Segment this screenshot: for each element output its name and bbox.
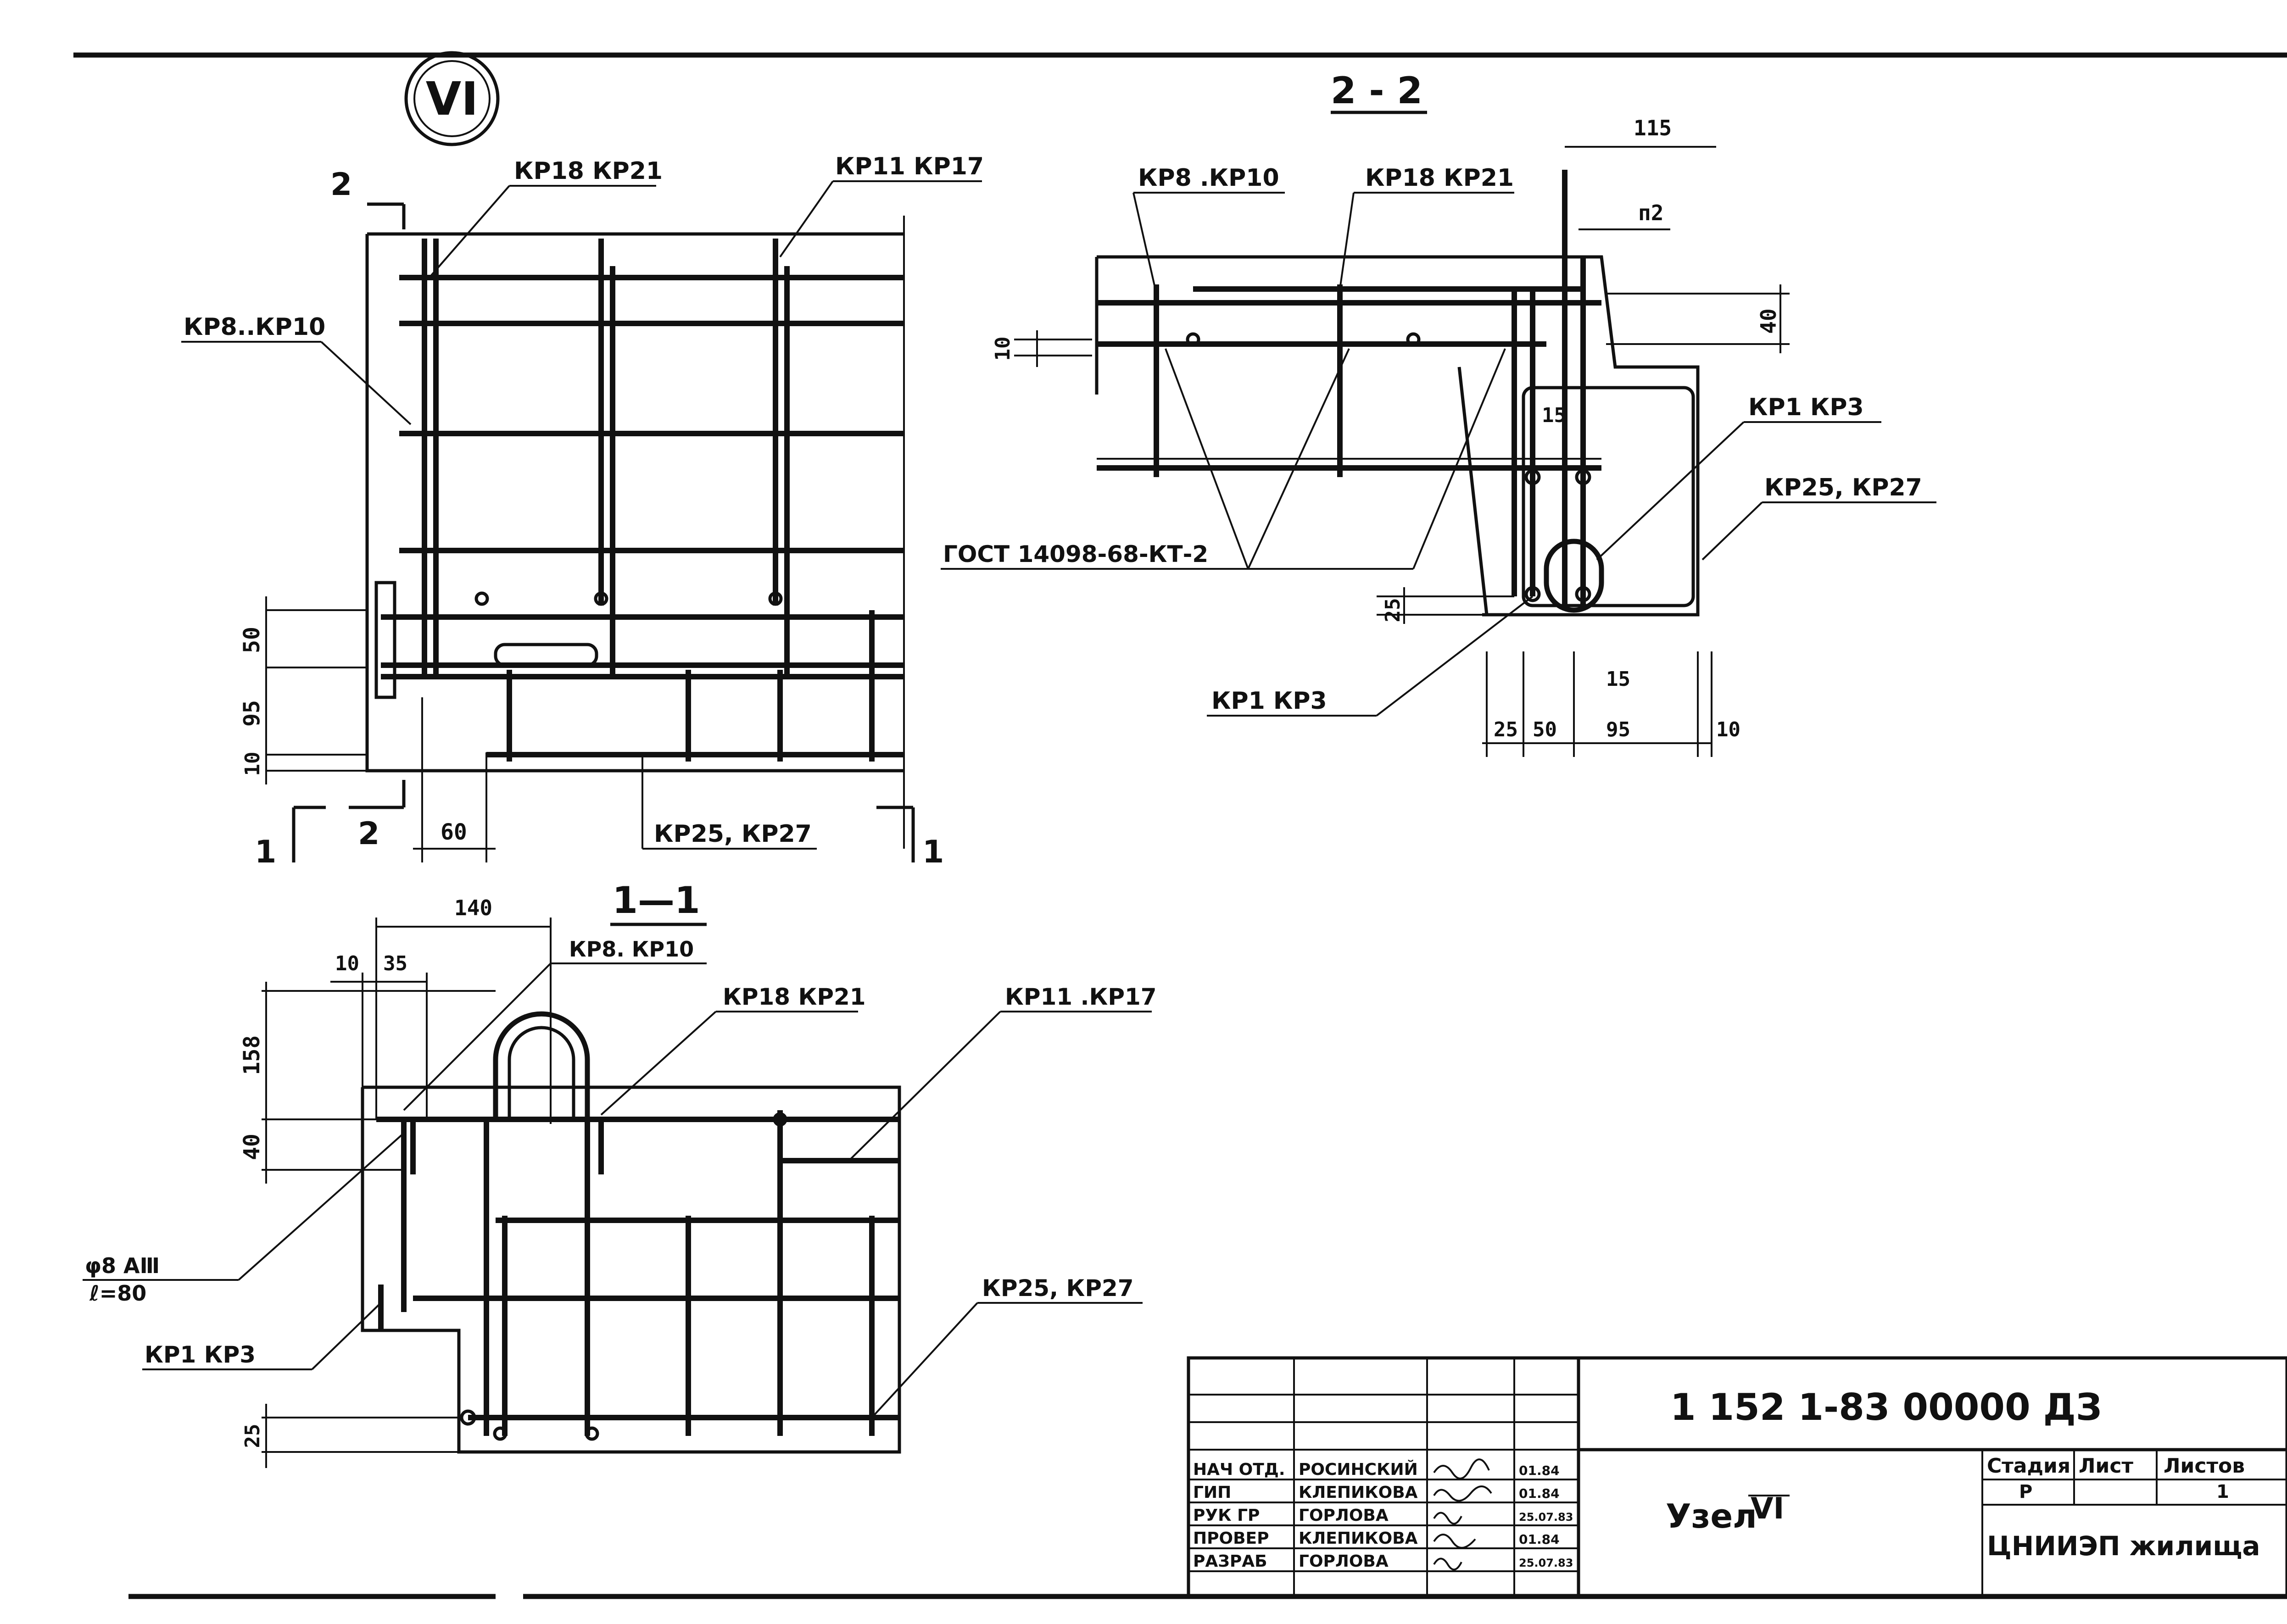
plan-dim-10: 10 (241, 752, 264, 776)
plan-dim-50: 50 (239, 627, 265, 653)
row-date: 25.07.83 (1519, 1557, 1573, 1569)
plan-label-kr11-kr17: КР11 КР17 (835, 153, 984, 180)
signature (1433, 1557, 1462, 1571)
s22-dim-95: 95 (1606, 718, 1630, 741)
s22-dim-25: 25 (1494, 718, 1518, 741)
section-1-1: 1—1 КР8. КР10 КР18 КР21 (83, 879, 1157, 1468)
row-role: НАЧ ОТД. (1193, 1460, 1285, 1479)
s22-dim-15-upper: 15 (1542, 404, 1566, 427)
section-1-1-title: 1—1 (612, 879, 700, 922)
s11-dim-140: 140 (454, 895, 492, 920)
row-role: ПРОВЕР (1193, 1529, 1269, 1548)
s22-label-gost: ГОСТ 14098-68-КТ-2 (943, 541, 1208, 567)
s22-dim-115: 115 (1634, 116, 1672, 140)
s22-dim-25-left: 25 (1381, 598, 1405, 623)
s11-dim-10: 10 (335, 952, 359, 975)
row-role: ГИП (1193, 1483, 1231, 1502)
plan-view-labels: КР18 КР21 КР11 КР17 КР8..КР10 КР25, КР27… (181, 153, 984, 870)
stage-value: Р (2019, 1481, 2032, 1502)
s22-label-kr25-kr27: КР25, КР27 (1764, 474, 1922, 501)
node-mark-label: VI (426, 72, 479, 126)
s11-label-kr11-kr17: КР11 .КР17 (1005, 984, 1157, 1010)
signature (1433, 1458, 1490, 1479)
row-role: РАЗРАБ (1193, 1552, 1267, 1571)
s11-label-kr18-kr21: КР18 КР21 (723, 984, 866, 1010)
node-mark: VI (404, 51, 500, 146)
title-doc-code: 1 152 1-83 00000 ДЗ (1670, 1386, 2102, 1429)
s11-dim-25: 25 (241, 1424, 264, 1448)
row-date: 01.84 (1519, 1532, 1560, 1547)
s22-label-kr18-kr21: КР18 КР21 (1365, 164, 1514, 192)
row-date: 01.84 (1519, 1486, 1560, 1501)
row-name: КЛЕПИКОВА (1299, 1483, 1418, 1502)
s22-dim-15-lower: 15 (1606, 667, 1630, 691)
org-name: ЦНИИЭП жилища (1987, 1530, 2260, 1562)
s11-label-kr1-kr3: КР1 КР3 (145, 1341, 256, 1368)
title-block: 1 152 1-83 00000 ДЗ Узел VI Стадия Лист … (1187, 1356, 2287, 1598)
plan-view (365, 216, 905, 849)
title-prefix: Узел (1666, 1497, 1757, 1535)
stage-header: Стадия (1987, 1454, 2070, 1478)
s11-label-kr8-kr10: КР8. КР10 (569, 937, 694, 962)
plan-label-kr8-kr10: КР8..КР10 (184, 313, 325, 341)
plan-dim-95: 95 (239, 700, 265, 727)
section-2-2: 2 - 2 КР8 .КР10 КР18 КР21 (941, 69, 1936, 757)
sheets-value: 1 (2216, 1481, 2229, 1502)
signature (1433, 1485, 1492, 1502)
s22-dim-10-left: 10 (991, 337, 1015, 361)
row-name: КЛЕПИКОВА (1299, 1529, 1418, 1548)
row-role: РУК ГР (1193, 1506, 1260, 1525)
cut-mark-1-right: 1 (922, 834, 944, 870)
section-2-2-title: 2 - 2 (1331, 69, 1422, 112)
s11-label-rebar-length: ℓ=80 (89, 1281, 146, 1306)
s22-label-kr1-kr3-lower: КР1 КР3 (1211, 687, 1327, 715)
signature (1433, 1534, 1476, 1549)
cut-mark-1-left: 1 (255, 834, 276, 870)
row-name: ГОРЛОВА (1299, 1552, 1389, 1571)
sheet-header: Лист (2079, 1454, 2133, 1478)
signature (1433, 1512, 1462, 1525)
cut-mark-2-bottom: 2 (358, 816, 379, 852)
plan-label-kr18-kr21: КР18 КР21 (514, 157, 663, 185)
s22-dim-p2: п2 (1638, 200, 1663, 225)
s11-dim-40: 40 (239, 1134, 265, 1160)
s11-dim-158: 158 (239, 1035, 265, 1075)
s22-label-kr1-kr3: КР1 КР3 (1748, 394, 1864, 421)
s22-dim-50: 50 (1533, 718, 1557, 741)
sheets-header: Листов (2164, 1454, 2245, 1478)
row-date: 01.84 (1519, 1463, 1560, 1478)
row-name: РОСИНСКИЙ (1299, 1460, 1418, 1479)
plan-dim-60: 60 (441, 819, 467, 845)
row-name: ГОРЛОВА (1299, 1506, 1389, 1525)
s11-dim-35: 35 (383, 952, 407, 975)
s22-dim-10-right: 10 (1716, 718, 1740, 741)
s22-dim-40: 40 (1756, 308, 1781, 334)
title-mark: VI (1751, 1492, 1784, 1526)
row-date: 25.07.83 (1519, 1511, 1573, 1524)
s22-label-kr8-kr10: КР8 .КР10 (1138, 164, 1279, 192)
plan-label-kr25-kr27: КР25, КР27 (654, 820, 812, 848)
cut-mark-2-top: 2 (330, 167, 352, 203)
s11-label-rebar-dia: φ8 АⅢ (85, 1253, 160, 1278)
s11-label-kr25-kr27: КР25, КР27 (982, 1275, 1134, 1301)
